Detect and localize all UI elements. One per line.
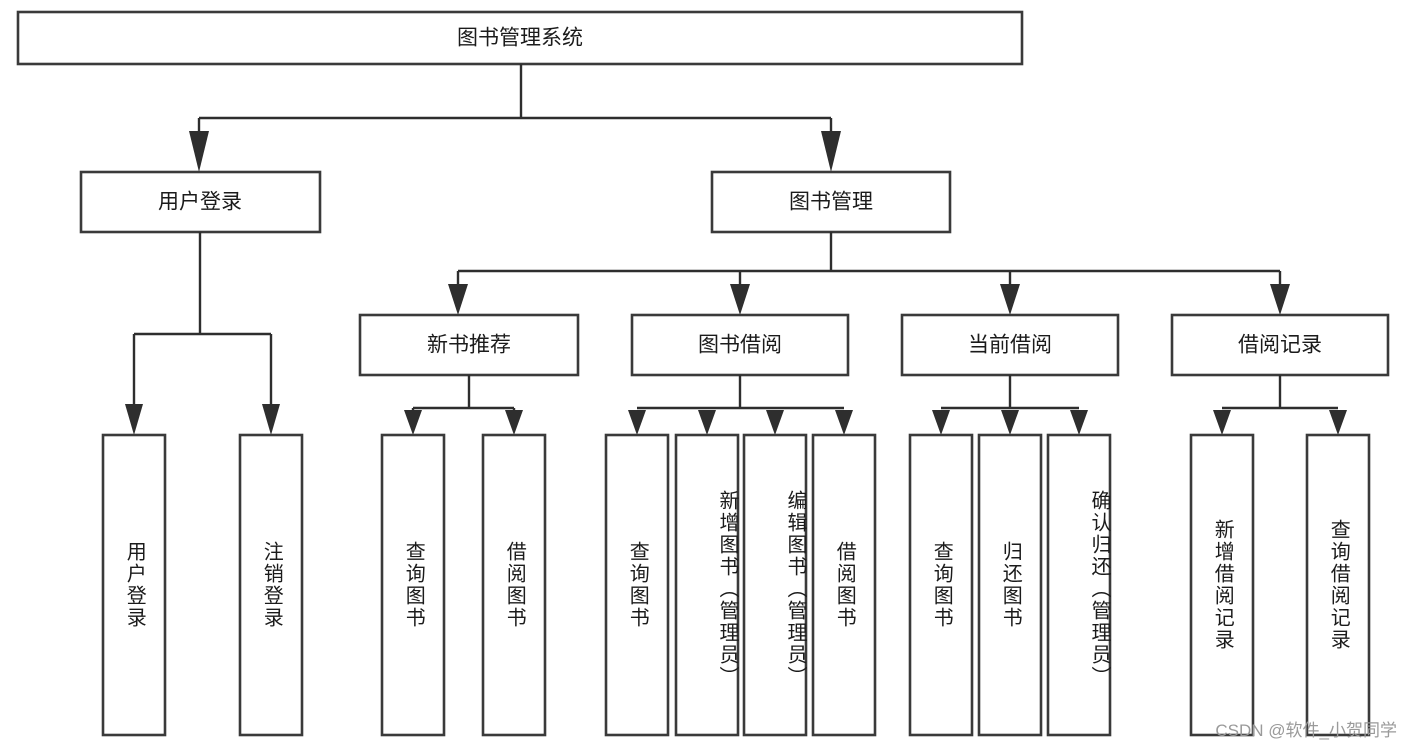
borrow-record-label: 借阅记录 <box>1238 334 1322 357</box>
borrow-record-box[interactable] <box>1170 313 1390 377</box>
arrow-icon-to-borrow-record <box>1270 284 1290 315</box>
leaf-box-currentborrow-2[interactable] <box>1046 433 1112 737</box>
leaf-box-user-login-1[interactable] <box>238 433 304 737</box>
arrow-icon-leaf-newbook-1 <box>505 410 523 435</box>
user-login-label: 用户登录 <box>158 191 242 214</box>
root-label: 图书管理系统 <box>457 27 583 50</box>
leaf-box-bookborrow-2[interactable] <box>742 433 808 737</box>
node-book-borrow[interactable]: 图书借阅 <box>630 313 850 377</box>
new-book-recommend-box[interactable] <box>358 313 580 377</box>
current-borrow-box[interactable] <box>900 313 1120 377</box>
watermark-text: CSDN @软件_小贺同学 <box>1215 721 1397 740</box>
node-borrow-record[interactable]: 借阅记录 <box>1170 313 1390 377</box>
leaf-box-borrowrecord-1[interactable] <box>1305 433 1371 737</box>
connector-book-manage-to-level3 <box>448 232 1290 315</box>
connector-book-borrow-to-leaves <box>628 375 853 435</box>
connector-new-book-to-leaves <box>404 375 523 435</box>
node-user-login[interactable]: 用户登录 <box>79 170 322 234</box>
node-root[interactable]: 图书管理系统 <box>16 10 1024 66</box>
leaf-box-borrowrecord-0[interactable] <box>1189 433 1255 737</box>
root-box[interactable] <box>16 10 1024 66</box>
arrow-icon-to-new-book <box>448 284 468 315</box>
arrow-icon-to-user-login <box>189 131 209 172</box>
arrow-icon-leaf-currentborrow-1 <box>1001 410 1019 435</box>
arrow-icon-leaf-user-login-1 <box>262 404 280 435</box>
leaf-box-newbook-0[interactable] <box>380 433 446 737</box>
connector-current-borrow-to-leaves <box>932 375 1088 435</box>
arrow-icon-leaf-bookborrow-2 <box>766 410 784 435</box>
leaf-box-bookborrow-0[interactable] <box>604 433 670 737</box>
book-borrow-box[interactable] <box>630 313 850 377</box>
arrow-icon-leaf-user-login-0 <box>125 404 143 435</box>
arrow-icon-leaf-borrowrecord-0 <box>1213 410 1231 435</box>
node-new-book-recommend[interactable]: 新书推荐 <box>358 313 580 377</box>
node-book-manage[interactable]: 图书管理 <box>710 170 952 234</box>
arrow-icon-leaf-newbook-0 <box>404 410 422 435</box>
book-borrow-label: 图书借阅 <box>698 334 782 357</box>
leaf-box-bookborrow-3[interactable] <box>811 433 877 737</box>
leaf-box-user-login-0[interactable] <box>101 433 167 737</box>
connector-borrow-record-to-leaves <box>1213 375 1347 435</box>
book-manage-box[interactable] <box>710 170 952 234</box>
arrow-icon-to-book-manage <box>821 131 841 172</box>
new-book-recommend-label: 新书推荐 <box>427 334 511 357</box>
current-borrow-label: 当前借阅 <box>968 334 1052 357</box>
node-current-borrow[interactable]: 当前借阅 <box>900 313 1120 377</box>
leaf-box-currentborrow-1[interactable] <box>977 433 1043 737</box>
arrow-icon-leaf-bookborrow-0 <box>628 410 646 435</box>
book-manage-label: 图书管理 <box>789 191 873 214</box>
arrow-icon-to-book-borrow <box>730 284 750 315</box>
arrow-icon-leaf-bookborrow-1 <box>698 410 716 435</box>
leaf-box-newbook-1[interactable] <box>481 433 547 737</box>
arrow-icon-leaf-currentborrow-0 <box>932 410 950 435</box>
connector-user-login-to-leaves <box>125 232 280 435</box>
leaf-box-currentborrow-0[interactable] <box>908 433 974 737</box>
arrow-icon-to-current-borrow <box>1000 284 1020 315</box>
connector-root-to-level2 <box>189 64 841 172</box>
arrow-icon-leaf-currentborrow-2 <box>1070 410 1088 435</box>
leaf-box-bookborrow-1[interactable] <box>674 433 740 737</box>
arrow-icon-leaf-bookborrow-3 <box>835 410 853 435</box>
arrow-icon-leaf-borrowrecord-1 <box>1329 410 1347 435</box>
